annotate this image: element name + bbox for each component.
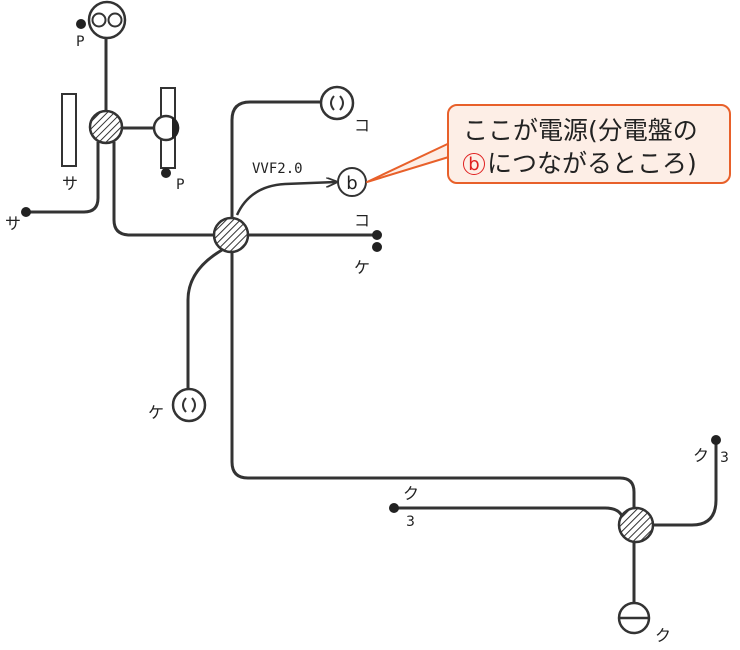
label-p-right: P [176, 177, 185, 193]
fixture-ku-bottom [617, 601, 651, 635]
label-p-top: P [76, 34, 85, 50]
junction-box-3 [617, 506, 655, 544]
junction-box-2 [212, 216, 250, 254]
dot-ku-left [389, 503, 399, 513]
cable-arrow [235, 182, 336, 216]
callout-line-1: ここが電源(分電盤の [463, 116, 698, 145]
b-terminal-label: b [346, 173, 357, 194]
callout-b-mark: b [463, 153, 485, 175]
wire-sa-end [28, 142, 100, 214]
fixture-p-top [76, 0, 127, 40]
callout-line-2-text: につながるところ) [487, 149, 697, 178]
label-ke-right: ケ [354, 258, 371, 277]
label-sa-switch: サ [62, 174, 79, 193]
callout-pointer [366, 139, 457, 183]
outlet-ko-top [319, 85, 355, 121]
junction-box-1 [88, 109, 124, 145]
label-ke-outlet: ケ [148, 403, 165, 422]
label-ko-right: コ [354, 211, 371, 230]
label-ko-top: コ [354, 116, 371, 135]
fixture-p-right [152, 114, 180, 178]
wire-ku-left [395, 506, 624, 517]
dot-sa-end [21, 207, 31, 217]
label-sa-end: サ [5, 214, 22, 233]
label-ku-left: ク [403, 484, 420, 503]
wire-ke-outlet [186, 248, 223, 388]
label-ku-right-num: 3 [720, 450, 729, 466]
outlet-ke [171, 387, 207, 423]
wires [28, 38, 718, 602]
dot-ke-right [372, 242, 382, 252]
dot-ku-right [711, 435, 721, 445]
wire-ku-right [654, 442, 718, 527]
wire-j1-j2 [112, 142, 214, 237]
label-ku-bottom: ク [655, 626, 672, 645]
pilot-dot-top [76, 19, 86, 29]
label-ku-left-num: 3 [406, 514, 415, 530]
cable-label: VVF2.0 [252, 161, 303, 177]
dot-ko-right [372, 230, 382, 240]
label-ku-right: ク [693, 446, 710, 465]
switch-bar-sa [61, 93, 77, 167]
wire-j2-j3 [230, 252, 636, 508]
wire-ko-top [230, 100, 320, 218]
pilot-dot-right [161, 168, 171, 178]
